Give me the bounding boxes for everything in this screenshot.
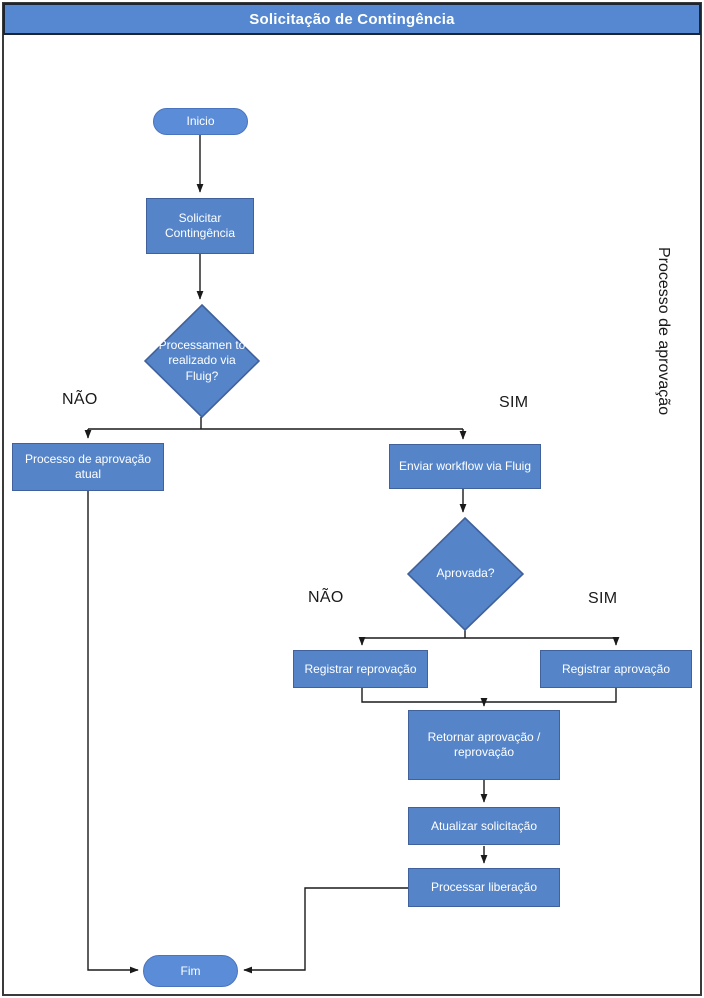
node-retornar-label: Retornar aprovação / reprovação [427,730,541,759]
node-enviar-workflow: Enviar workflow via Fluig [389,444,541,489]
node-processar-liberacao: Processar liberação [408,868,560,907]
node-decision-fluig: Processamen to realizado via Fluig? [144,304,260,418]
connector-registrar-merge [361,688,617,703]
diamond-shape [407,517,524,631]
branch-label-sim-2: SIM [588,590,618,607]
node-fim: Fim [143,955,238,987]
page-title: Solicitação de Contingência [249,10,455,28]
branch-label-sim-1: SIM [499,394,529,411]
node-enviar-workflow-label: Enviar workflow via Fluig [398,459,532,473]
node-processar-label: Processar liberação [430,880,538,894]
node-solicitar-label: Solicitar Contingência [164,211,236,240]
node-inicio: Inicio [153,108,248,135]
node-inicio-label: Inicio [186,114,215,128]
node-decision-aprovada-label: Aprovada? [436,566,495,581]
branch-label-nao-1: NÃO [62,391,98,408]
node-decision-fluig-label: Processamen to realizado via Fluig? [158,337,246,383]
node-solicitar-contingencia: Solicitar Contingência [146,198,254,254]
node-processo-atual-label: Processo de aprovação atual [24,452,152,481]
lane-label: Processo de aprovação [655,247,672,416]
node-registrar-reprovacao-label: Registrar reprovação [304,661,417,676]
connector-decision2-split [362,630,616,639]
node-registrar-aprovacao-label: Registrar aprovação [561,661,671,676]
node-decision-aprovada: Aprovada? [407,517,524,631]
node-fim-label: Fim [180,963,201,978]
node-retornar-aprovacao: Retornar aprovação / reprovação [408,710,560,780]
diamond-shape [144,304,260,418]
node-registrar-reprovacao: Registrar reprovação [293,650,428,688]
node-registrar-aprovacao: Registrar aprovação [540,650,692,688]
connector-processoatual-fim [87,491,139,974]
connector-decision1-split [88,417,463,430]
branch-label-nao-2: NÃO [308,589,344,606]
node-atualizar-solicitacao: Atualizar solicitação [408,807,560,845]
connector-processar-fim [243,887,408,974]
node-processo-aprovacao-atual: Processo de aprovação atual [12,443,164,491]
title-bar: Solicitação de Contingência [3,3,701,35]
node-atualizar-label: Atualizar solicitação [430,818,538,833]
